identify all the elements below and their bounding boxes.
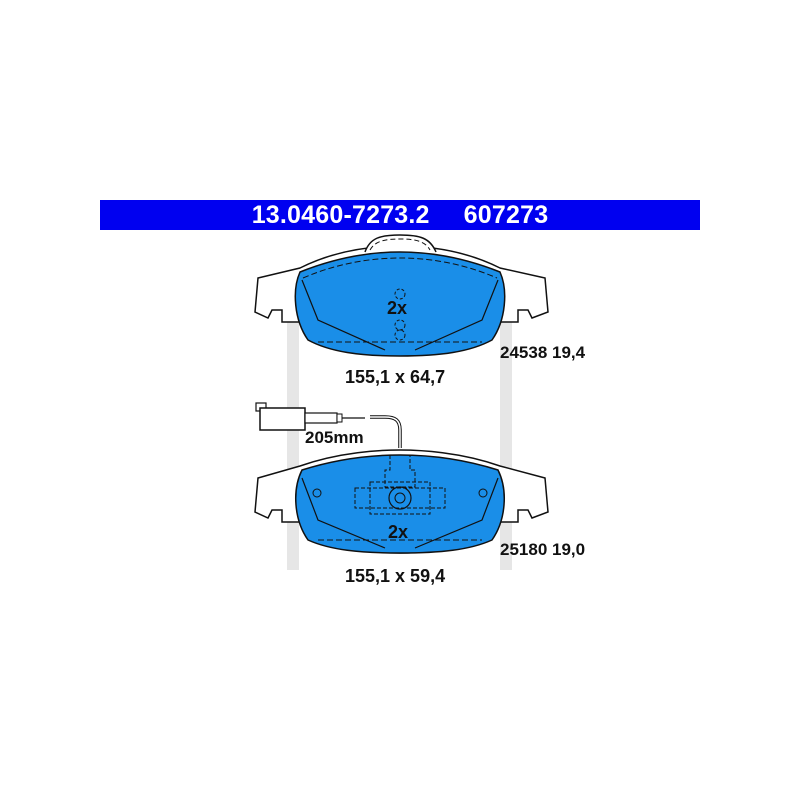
part-number: 13.0460-7273.2 xyxy=(251,201,430,229)
wear-sensor-icon xyxy=(255,402,402,448)
top-pad-quantity: 2x xyxy=(387,298,408,318)
bottom-pad-code: 25180 19,0 xyxy=(500,540,586,559)
part-number-banner: 13.0460-7273.2 607273 xyxy=(100,200,700,230)
top-brake-pad xyxy=(254,234,549,357)
top-friction-material xyxy=(294,251,506,357)
bottom-brake-pad xyxy=(254,449,549,554)
bottom-pad-dimensions: 155,1 x 59,4 xyxy=(345,566,446,586)
bottom-friction-material xyxy=(295,454,505,554)
top-pad-code: 24538 19,4 xyxy=(500,343,586,362)
top-pad-dimensions: 155,1 x 64,7 xyxy=(345,367,446,387)
sensor-length: 205mm xyxy=(305,428,364,447)
reference-number: 607273 xyxy=(463,201,549,229)
bottom-pad-quantity: 2x xyxy=(388,522,409,542)
